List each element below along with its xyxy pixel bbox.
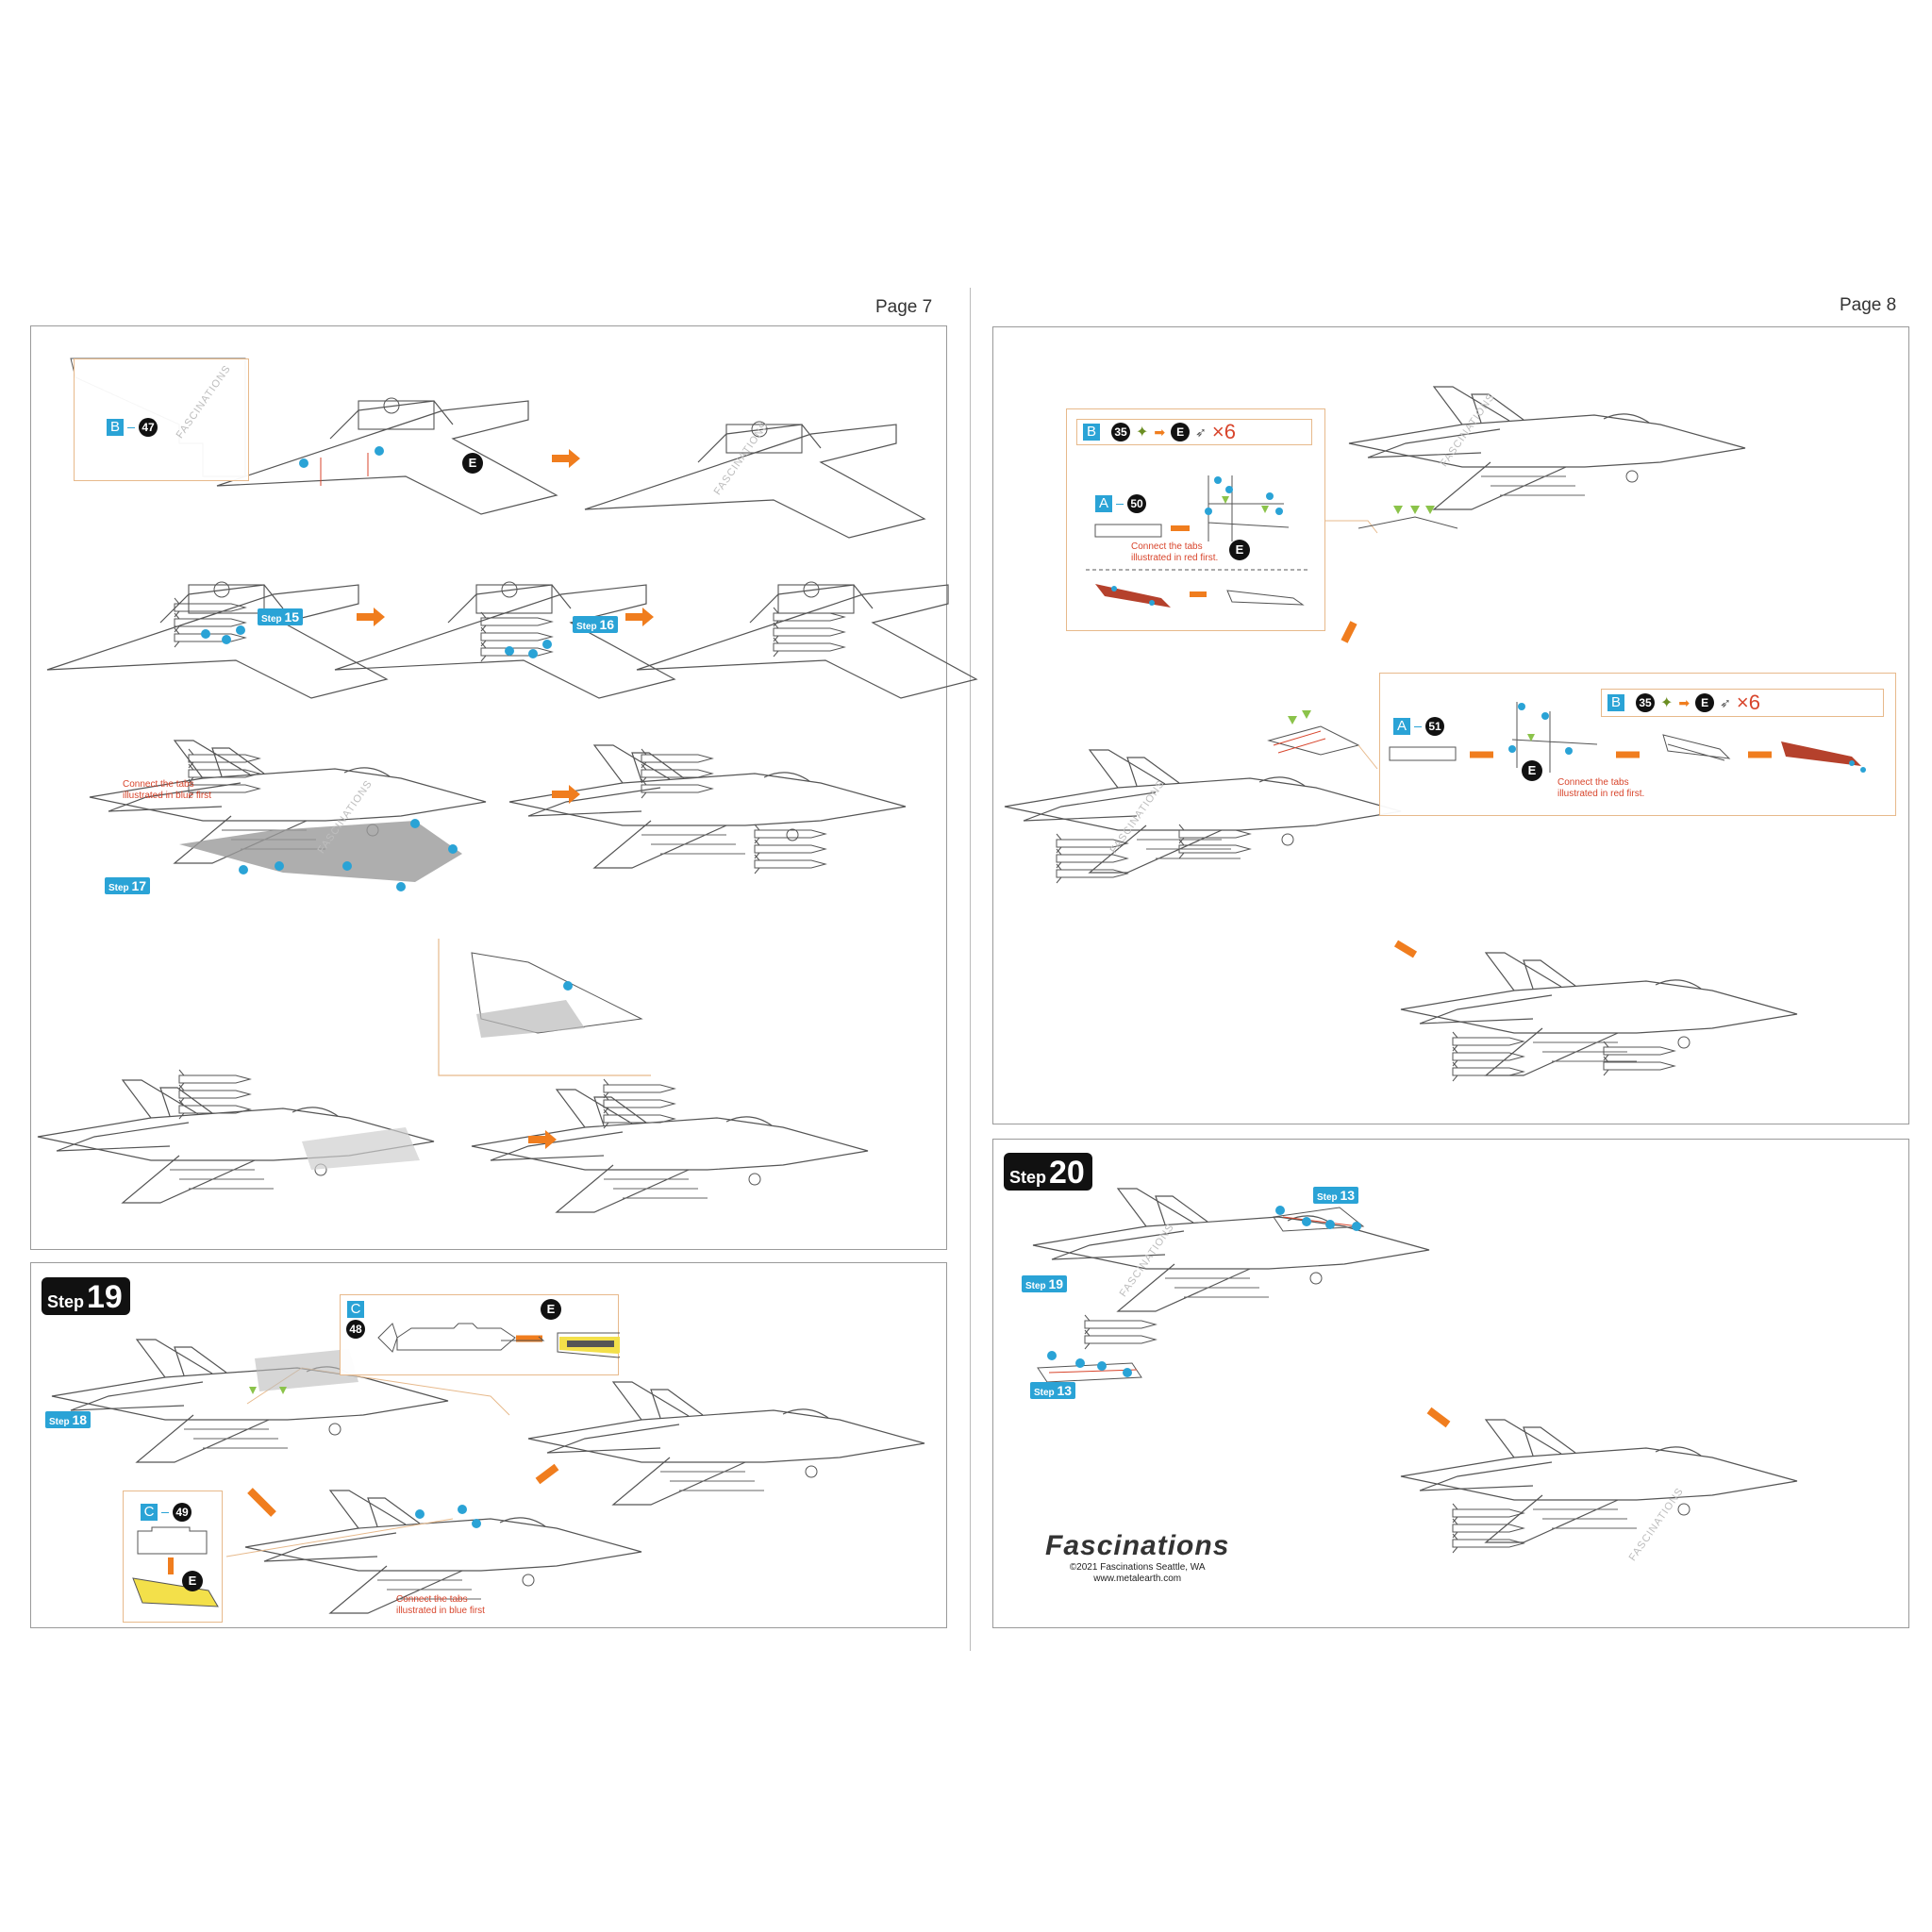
part-number: 47 <box>139 418 158 437</box>
panel-step-20 <box>992 1139 1909 1628</box>
quantity-times: ×6 <box>1736 691 1760 714</box>
note-blue-first-1: Connect the tabs illustrated in blue fir… <box>123 779 211 801</box>
arrow-icon: ➡ <box>1154 424 1166 440</box>
step-tag-word: Step <box>576 622 597 632</box>
part-letter: C <box>141 1504 158 1521</box>
sequence-row-b35b: B 35 ✦ ➡ E ➶ ×6 <box>1601 689 1884 717</box>
step-tag-number: 17 <box>131 878 147 893</box>
step-tag-13-top: Step 13 <box>1313 1187 1359 1204</box>
e-marker: E <box>1171 423 1191 441</box>
step-number: 19 <box>87 1279 123 1315</box>
part-letter: B <box>107 419 124 436</box>
part-label-c48: C 48 <box>346 1301 365 1339</box>
step19-drawings <box>51 1339 925 1614</box>
part-number: 48 <box>346 1320 365 1339</box>
part-c49-shapes <box>132 1526 219 1607</box>
missile-icon: ➶ <box>1195 424 1207 440</box>
part-label-a51: A 51 <box>1393 717 1444 736</box>
detail-box-b47: B 47 <box>74 358 249 481</box>
step-tag-word: Step <box>49 1417 70 1427</box>
fuselage-row4 <box>37 939 869 1213</box>
step-tag-number: 19 <box>1048 1276 1064 1291</box>
logo-copyright: ©2021 Fascinations Seattle, WA <box>1069 1562 1206 1573</box>
fascinations-logo: Fascinations ©2021 Fascinations Seattle,… <box>1045 1530 1229 1585</box>
step-tag-word: Step <box>1317 1192 1338 1203</box>
part-number: 51 <box>1425 717 1444 736</box>
step-tag-word: Step <box>108 883 129 893</box>
part-c48-shapes <box>377 1323 620 1358</box>
part-label-c49: C 49 <box>141 1503 192 1522</box>
page8-top-drawings <box>1004 386 1798 1082</box>
detail-box-c49: C 49 E <box>123 1491 223 1623</box>
step-tag-16: Step 16 <box>573 616 619 633</box>
step-tag-15: Step 15 <box>258 608 304 625</box>
sequence-row-b35: B 35 ✦ ➡ E ➶ ×6 <box>1076 419 1312 445</box>
step20-drawings <box>1032 1188 1798 1554</box>
step-tag-word: Step <box>1025 1281 1046 1291</box>
part-dash <box>161 1511 169 1513</box>
part-letter: C <box>347 1301 364 1318</box>
detail-box-c48: C 48 E <box>340 1294 620 1375</box>
step-word: Step <box>1009 1168 1047 1187</box>
part-letter: B <box>1083 424 1100 441</box>
step-tag-18: Step 18 <box>45 1411 92 1428</box>
note-red-first-2: Connect the tabs illustrated in red firs… <box>1557 777 1645 799</box>
part-number: 49 <box>173 1503 192 1522</box>
part-dash <box>1414 725 1422 727</box>
e-marker: E <box>1229 540 1250 560</box>
step-tag-word: Step <box>261 614 282 625</box>
part-number: 35 <box>1636 693 1655 712</box>
part-a50-shapes <box>1086 475 1307 608</box>
page-number-right: Page 8 <box>1840 295 1897 315</box>
step-tag-17: Step 17 <box>105 877 151 894</box>
e-marker: E <box>1522 760 1542 781</box>
part-a51-shapes <box>1389 702 1866 773</box>
step-19-heading: Step 19 <box>42 1277 130 1315</box>
e-marker: E <box>541 1299 561 1320</box>
logo-url: www.metalearth.com <box>1093 1574 1182 1584</box>
step-tag-13-bottom: Step 13 <box>1030 1382 1076 1399</box>
step-20-heading: Step 20 <box>1004 1153 1092 1191</box>
quantity-times: ×6 <box>1211 420 1236 443</box>
step-word: Step <box>47 1292 85 1311</box>
step-tag-number: 13 <box>1340 1188 1356 1203</box>
part-number: 35 <box>1111 423 1130 441</box>
detail-box-b35-a50: B 35 ✦ ➡ E ➶ ×6 A 50 E Connect the tabs … <box>1066 408 1325 631</box>
fin-part-icon: ✦ <box>1660 695 1674 711</box>
step-tag-number: 18 <box>72 1412 88 1427</box>
missile-icon: ➶ <box>1720 694 1731 710</box>
step-tag-number: 15 <box>284 609 300 625</box>
note-blue-first-2: Connect the tabs illustrated in blue fir… <box>396 1594 485 1616</box>
page-number-left: Page 7 <box>875 297 933 317</box>
part-label-b47: B 47 <box>107 418 158 437</box>
detail-box-a51-b35: A 51 B 35 ✦ ➡ E ➶ ×6 E Connect the tabs … <box>1379 673 1896 816</box>
note-red-first-1: Connect the tabs illustrated in red firs… <box>1131 541 1219 563</box>
logo-brand: Fascinations <box>1045 1530 1230 1561</box>
fin-part-icon: ✦ <box>1136 425 1149 441</box>
part-letter: A <box>1393 718 1410 735</box>
e-marker: E <box>462 453 483 474</box>
part-letter: A <box>1095 495 1112 512</box>
arrow-icon: ➡ <box>1678 694 1690 710</box>
wing-assembly-row2 <box>46 581 977 699</box>
page-divider <box>970 288 971 1651</box>
step-tag-19: Step 19 <box>1022 1275 1068 1292</box>
part-label-a50: A 50 <box>1095 494 1146 513</box>
part-dash <box>1116 503 1124 505</box>
fuselage-row3 <box>89 740 907 891</box>
part-number: 50 <box>1127 494 1146 513</box>
step-tag-number: 13 <box>1057 1383 1073 1398</box>
part-dash <box>127 426 135 428</box>
e-marker: E <box>1695 693 1715 712</box>
step-number: 20 <box>1049 1155 1085 1191</box>
e-marker: E <box>182 1571 203 1591</box>
step-tag-word: Step <box>1034 1388 1055 1398</box>
step-tag-number: 16 <box>599 617 615 632</box>
part-letter: B <box>1607 694 1624 711</box>
